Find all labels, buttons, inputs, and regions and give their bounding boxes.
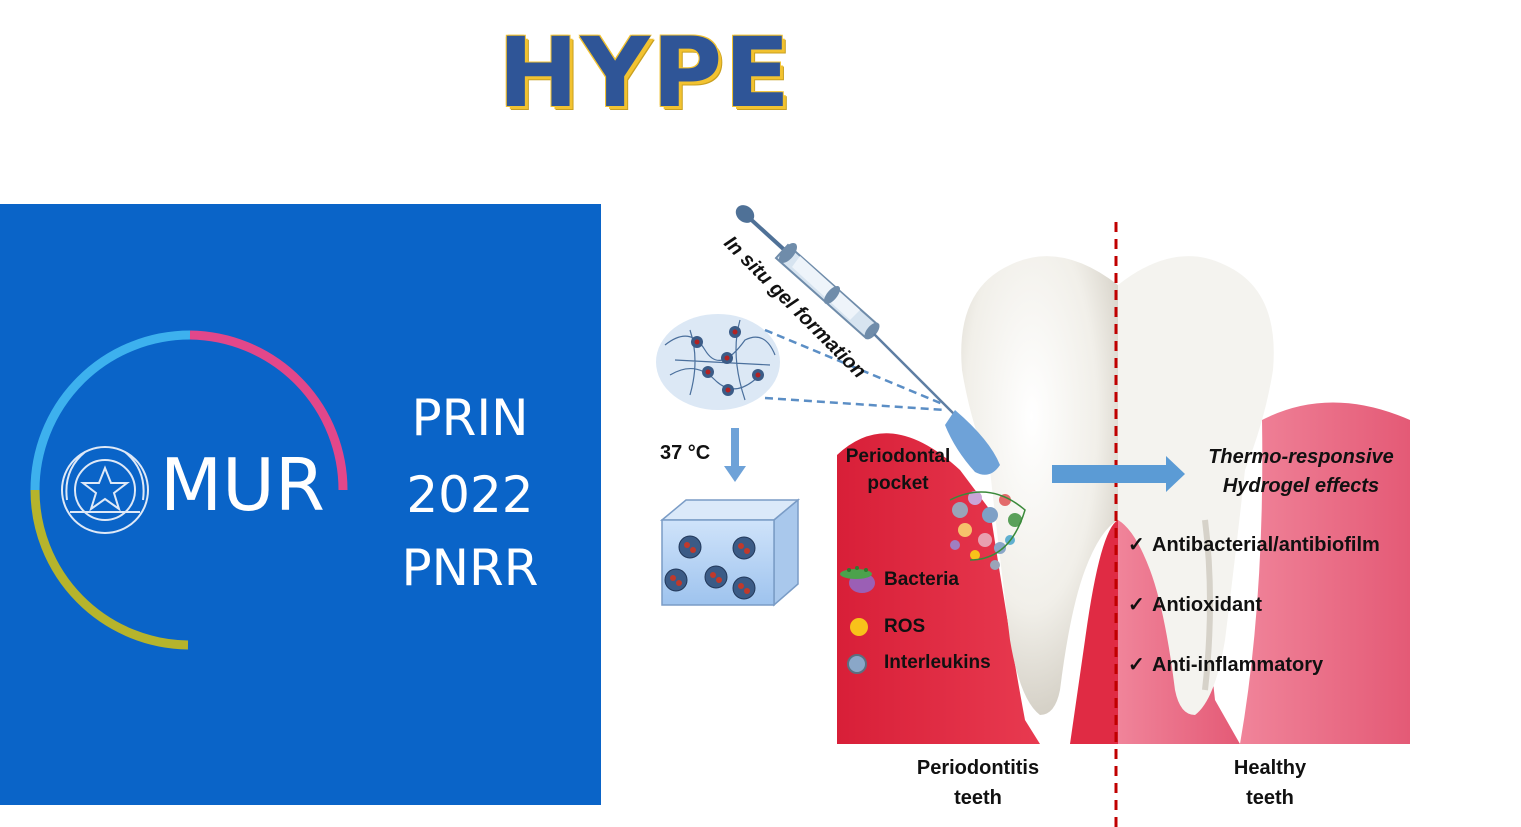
- right-arrow-icon: [1052, 456, 1185, 492]
- temperature-label: 37 °C: [660, 442, 711, 464]
- prin-label: PRIN: [411, 389, 529, 447]
- hydrogel-effects-title: Thermo-responsive Hydrogel effects: [1208, 446, 1394, 497]
- check-icon: ✓: [1128, 594, 1145, 616]
- italian-emblem-icon: [61, 446, 149, 534]
- legend-bacteria-label: Bacteria: [884, 569, 959, 590]
- effect-antioxidant: ✓Antioxidant: [1128, 594, 1262, 616]
- gum-healthy-right: [1240, 402, 1410, 744]
- gum-periodontitis-right: [1070, 520, 1118, 744]
- legend-interleukins-label: Interleukins: [884, 652, 991, 673]
- mur-logo-panel: [0, 204, 601, 805]
- ros-dot-icon: [850, 618, 868, 636]
- year-label: 2022: [406, 466, 534, 524]
- hydrogel-network-icon: [656, 314, 780, 410]
- down-arrow-icon: [724, 428, 746, 482]
- effect-anti-inflammatory: ✓Anti-inflammatory: [1128, 654, 1324, 676]
- effect-antibacterial: ✓Antibacterial/antibiofilm: [1128, 534, 1380, 556]
- project-title: HYPE: [498, 17, 792, 129]
- caption-periodontitis: Periodontitis teeth: [916, 757, 1040, 809]
- tooth-periodontitis: [961, 256, 1118, 715]
- syringe-icon: [735, 205, 1000, 475]
- bacteria-icon: [840, 566, 875, 593]
- ring-arc-blue: [30, 330, 191, 491]
- check-icon: ✓: [1128, 654, 1145, 676]
- gel-cube-icon: [659, 498, 801, 607]
- mur-ring-logo: [30, 330, 348, 650]
- caption-healthy: Healthy teeth: [1233, 757, 1307, 809]
- mur-wordmark: MUR: [160, 443, 325, 527]
- pnrr-label: PNRR: [401, 539, 539, 597]
- check-icon: ✓: [1128, 534, 1145, 556]
- ring-arc-pink: [189, 330, 348, 491]
- interleukin-dot-icon: [847, 654, 867, 674]
- tooth-healthy: [1118, 256, 1274, 715]
- biofilm-cluster-icon: [949, 491, 1026, 570]
- legend-ros-label: ROS: [884, 616, 926, 637]
- ring-arc-olive: [30, 489, 189, 650]
- periodontal-pocket-label: Periodontal pocket: [845, 446, 951, 494]
